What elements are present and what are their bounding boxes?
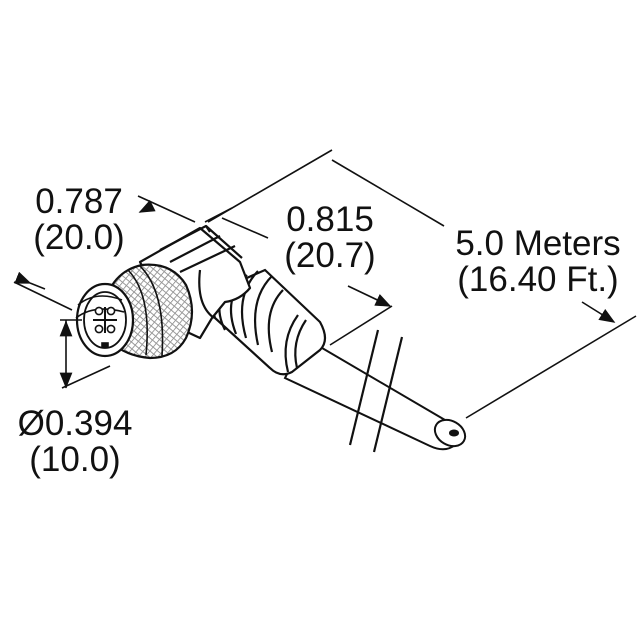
dimension-body-length-label: 0.815 (20.7)	[268, 202, 392, 274]
dimension-diameter-metric: (10.0)	[29, 440, 121, 479]
dimension-diameter-value: Ø0.394	[17, 404, 133, 443]
dimension-width-value: 0.787	[35, 182, 123, 221]
dimension-cable-length-value: 5.0 Meters	[455, 224, 621, 263]
dimension-body-length-value: 0.815	[286, 200, 374, 239]
dimension-cable-length-label: 5.0 Meters (16.40 Ft.)	[436, 226, 640, 298]
dimension-width-label: 0.787 (20.0)	[14, 184, 144, 256]
dimension-body-length-metric: (20.7)	[284, 236, 376, 275]
dim-width-lines	[13, 195, 196, 311]
connector-pins	[93, 306, 117, 348]
cable-end-core	[449, 429, 459, 437]
dimension-cable-length-imperial: (16.40 Ft.)	[457, 260, 619, 299]
dim-diameter-lines	[59, 319, 111, 389]
dimension-width-metric: (20.0)	[33, 218, 125, 257]
dim-cable-lines	[207, 149, 637, 419]
dimension-diameter-label: Ø0.394 (10.0)	[10, 406, 140, 478]
cable-break-lines	[348, 329, 404, 453]
cable	[283, 336, 467, 451]
